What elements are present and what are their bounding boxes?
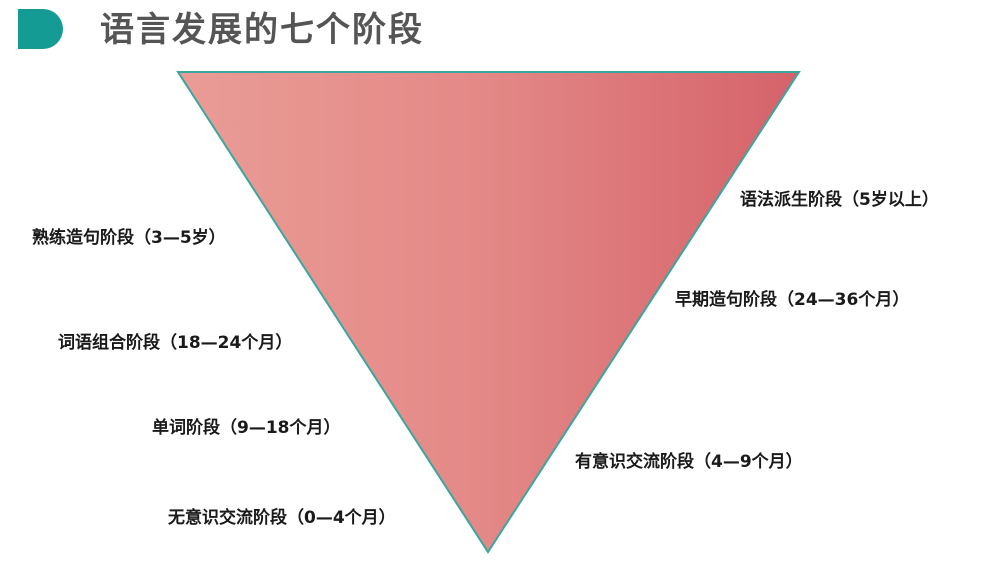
stage-label-skilled-sentences: 熟练造句阶段（3—5岁） (32, 228, 226, 248)
stage-label-early-sentences: 早期造句阶段（24—36个月） (675, 290, 910, 310)
stage-label-grammar-derivation: 语法派生阶段（5岁以上） (740, 190, 939, 210)
page-title: 语言发展的七个阶段 (100, 10, 424, 50)
stage-label-word-combination: 词语组合阶段（18—24个月） (58, 333, 293, 353)
stage-label-unconscious-communication: 无意识交流阶段（0—4个月） (168, 508, 396, 528)
stage-label-conscious-communication: 有意识交流阶段（4—9个月） (575, 452, 803, 472)
accent-logo-shape (18, 9, 63, 49)
stage-label-single-word: 单词阶段（9—18个月） (152, 418, 341, 438)
